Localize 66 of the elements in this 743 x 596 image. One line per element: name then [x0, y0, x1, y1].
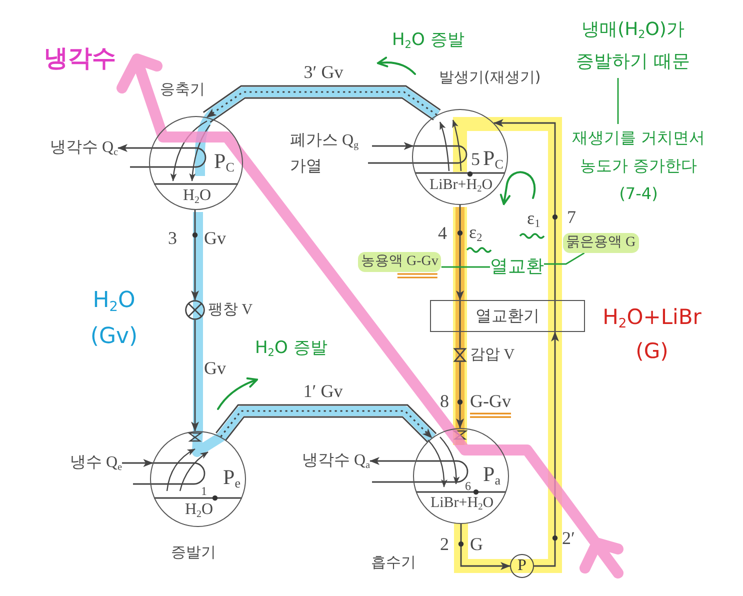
point-number: 7	[567, 207, 576, 229]
vessel-name: 흡수기	[371, 554, 416, 570]
contents-label: H$_{2}$O	[182, 187, 212, 205]
handwritten-note: 열교환	[490, 255, 544, 279]
arrow	[372, 142, 414, 150]
handwritten-note: H$_{2}$O+LiBr (G)	[602, 304, 702, 365]
vapor-pipe	[216, 404, 437, 443]
vessel-name: 응축기	[160, 81, 205, 98]
handwritten-note: 냉각수	[44, 44, 116, 73]
connector-line	[441, 266, 490, 268]
handwritten-note: H$_{2}$O (Gv)	[89, 287, 139, 351]
pressure-label: P$_{a}$	[483, 463, 500, 486]
vapor-pipe	[202, 85, 441, 123]
contents-label: LiBr+H$_{2}$O	[429, 177, 493, 194]
arrow	[456, 362, 464, 428]
state-label: G-Gv	[470, 391, 511, 413]
highlighted-label: 농용액 G-Gv	[358, 252, 442, 272]
arrow	[370, 457, 416, 465]
point-number: 3	[168, 228, 177, 250]
heat-flow-label: 폐가스 Q$_{g}$ 가열	[290, 128, 372, 180]
arrow	[191, 320, 199, 432]
arrow	[191, 210, 199, 300]
pressure-label: P$_{C}$	[483, 147, 504, 170]
arrow	[118, 144, 152, 152]
state-label: ε$_{2}$	[469, 222, 482, 244]
point-number: 8	[440, 391, 449, 413]
point-number: 2′	[562, 528, 575, 550]
valve-label: 감압 V	[470, 346, 515, 364]
point-number: 4	[438, 223, 447, 245]
edge-label: 3′ Gv	[304, 62, 344, 84]
point-number: 5	[471, 150, 480, 170]
handwritten-note: H$_{2}$O 증발	[392, 30, 464, 50]
highlighted-label: 묽은용액 G	[563, 233, 639, 253]
state-label: Gv	[204, 228, 226, 250]
arrow	[493, 119, 556, 300]
arrow	[460, 524, 510, 570]
state-label: ε$_{1}$	[527, 208, 540, 230]
heat-flow-label: 냉각수 Q$_{c}$	[50, 138, 118, 158]
edge-label: 1′ Gv	[303, 381, 343, 403]
connector-line	[459, 332, 461, 348]
pressure-label: P$_{C}$	[214, 150, 234, 174]
handwritten-note: 냉매(H$_{2}$O)가 증발하기 때문	[566, 14, 700, 78]
contents-label: H$_{2}$O	[184, 501, 214, 519]
point-number: 1	[201, 485, 207, 498]
arrow	[456, 205, 464, 300]
pressure-label: P$_{e}$	[223, 466, 240, 490]
vessel-name: 증발기	[171, 544, 216, 560]
handwritten-note: H$_{2}$O 증발	[255, 338, 328, 358]
arrow	[534, 332, 559, 567]
handwritten-note: 재생기를 거치면서 농도가 증가한다 (7-4)	[570, 124, 707, 208]
vessel-name: 발생기(재생기)	[439, 69, 541, 86]
point-number: 2	[440, 534, 449, 556]
heat-flow-label: 냉수 Q$_{e}$	[70, 453, 122, 473]
heat-flow-label: 냉각수 Q$_{a}$	[302, 451, 370, 471]
state-label: Gv	[204, 358, 226, 380]
valve-symbol	[454, 348, 466, 362]
point-number: 6	[465, 480, 471, 494]
contents-label: LiBr+H$_{2}$O	[430, 495, 494, 512]
state-label: G	[470, 534, 483, 556]
valve-label: 팽창 V	[208, 301, 253, 319]
arrow	[122, 459, 154, 467]
valve-symbol	[185, 300, 205, 320]
pump-symbol: P	[510, 554, 534, 578]
connector-line	[544, 252, 585, 265]
connector-line	[617, 78, 619, 124]
heat-exchanger-box: 열교환기	[430, 300, 585, 332]
